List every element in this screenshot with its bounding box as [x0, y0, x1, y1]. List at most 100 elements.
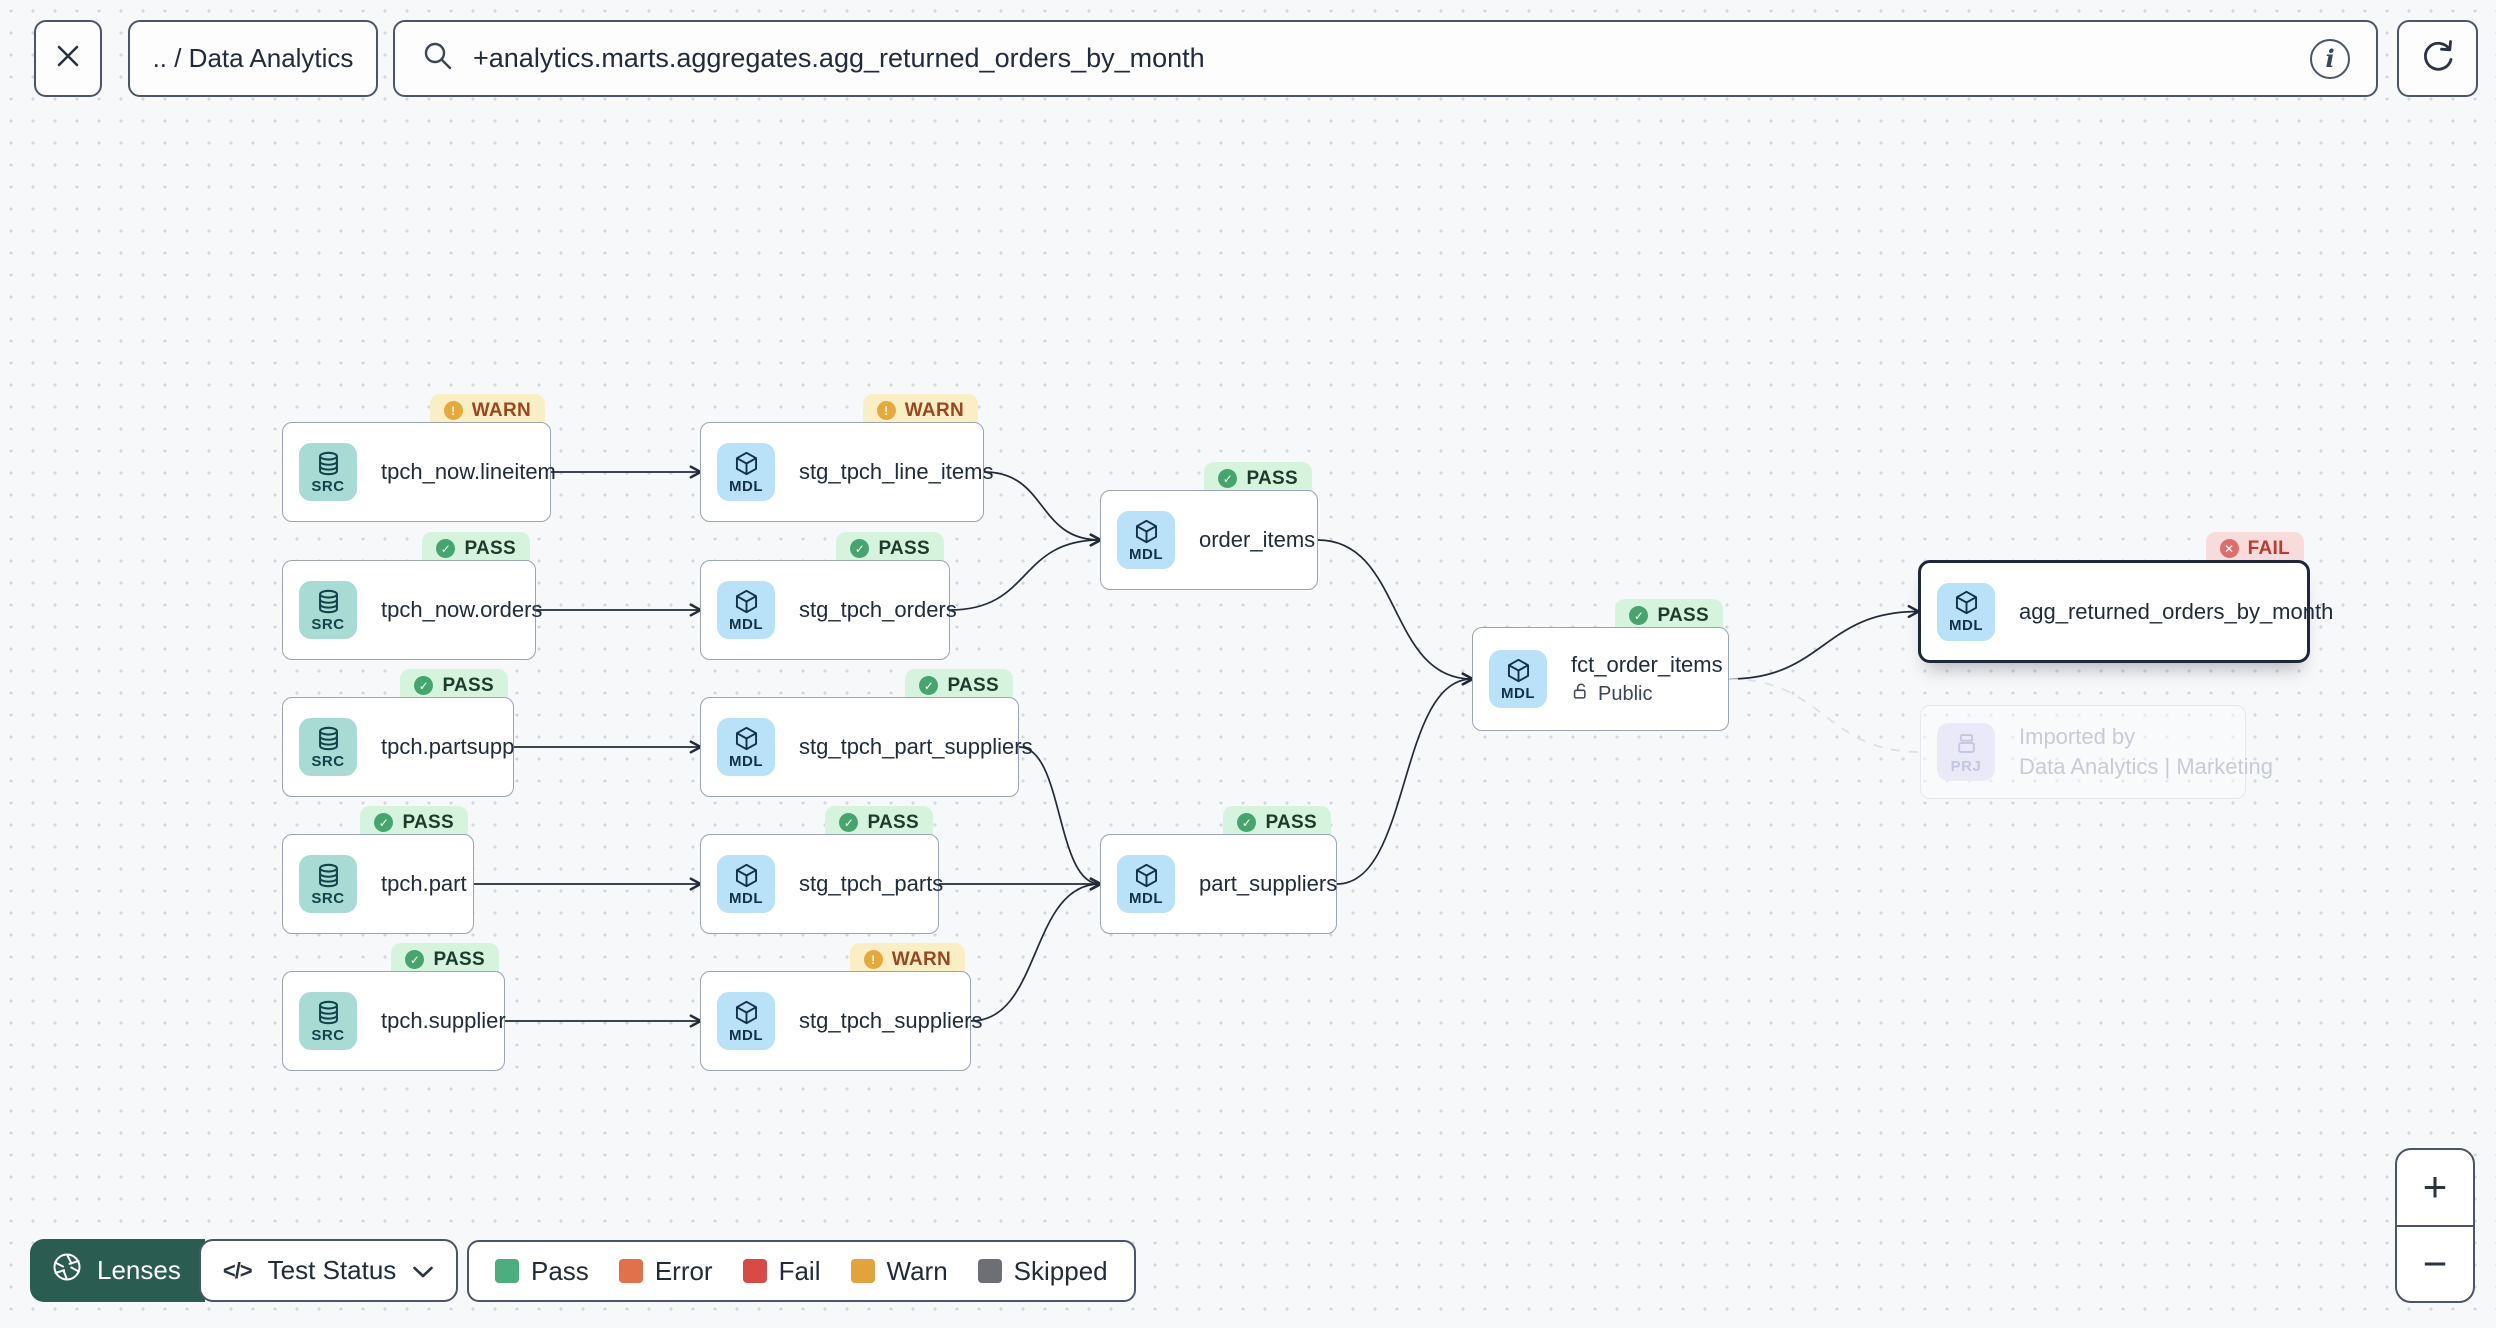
search-icon — [421, 39, 455, 78]
node-type-label: MDL — [729, 615, 763, 633]
legend-label: Fail — [778, 1255, 821, 1286]
node-tpch-now-lineitem: ! WARN SRC tpch_now.lineitem — [282, 394, 556, 522]
badge-status-icon: ✓ — [1629, 606, 1649, 625]
breadcrumb[interactable]: .. / Data Analytics — [128, 20, 378, 97]
lens-selector-dropdown[interactable]: </> Test Status — [198, 1239, 459, 1302]
badge-label: PASS — [1246, 468, 1298, 489]
zoom-out-button[interactable]: − — [2397, 1224, 2473, 1302]
badge-label: PASS — [867, 812, 919, 833]
node-label: tpch.partsupp — [381, 734, 515, 759]
close-button[interactable] — [34, 20, 102, 97]
legend-item-fail: Fail — [742, 1255, 821, 1287]
node-type-label: MDL — [729, 477, 763, 495]
node-type-label: SRC — [311, 752, 345, 770]
cube-icon: MDL — [1937, 582, 1995, 641]
node-body-stg-tpch-parts[interactable]: MDL stg_tpch_parts — [700, 834, 943, 934]
badge-status-icon: ✓ — [414, 676, 434, 695]
node-label: stg_tpch_parts — [799, 871, 944, 896]
node-label: part_suppliers — [1199, 871, 1338, 896]
zoom-in-button[interactable]: + — [2397, 1150, 2473, 1225]
badge-status-icon: ✕ — [2219, 539, 2239, 558]
badge-status-icon: ✓ — [374, 813, 394, 832]
node-sublabel: Data Analytics | Marketing — [2019, 754, 2273, 779]
cube-icon: MDL — [717, 581, 775, 639]
badge-label: FAIL — [2247, 538, 2290, 559]
cube-icon: MDL — [717, 855, 775, 913]
node-type-label: SRC — [311, 1026, 345, 1044]
edge-stg_tpch_suppliers-to-part_suppliers — [970, 877, 1104, 1022]
node-body-tpch-partsupp[interactable]: SRC tpch.partsupp — [282, 697, 514, 797]
search-input[interactable] — [473, 43, 2292, 74]
search-bar[interactable]: i — [393, 20, 2378, 97]
node-label: tpch.supplier — [381, 1008, 506, 1033]
badge-label: PASS — [442, 675, 494, 696]
badge-status-icon: ✓ — [839, 813, 859, 832]
lenses-button[interactable]: Lenses — [30, 1239, 205, 1302]
refresh-button[interactable] — [2397, 20, 2478, 97]
badge-label: PASS — [1265, 812, 1317, 833]
node-type-label: MDL — [729, 1026, 763, 1044]
aperture-icon — [50, 1250, 84, 1291]
legend-label: Skipped — [1013, 1255, 1108, 1286]
test-status-legend: Pass Error Fail Warn Skipped — [467, 1240, 1136, 1302]
node-body-stg-tpch-line-items[interactable]: MDL stg_tpch_line_items — [700, 422, 993, 522]
plus-icon: + — [2422, 1163, 2448, 1211]
node-label: fct_order_items — [1571, 651, 1723, 677]
node-label: stg_tpch_line_items — [799, 459, 994, 484]
edge-fct_order_items-to-agg_returned_orders_by_month — [1728, 604, 1922, 680]
database-icon: SRC — [299, 855, 357, 913]
cube-icon: MDL — [1117, 511, 1175, 569]
node-body-part-suppliers[interactable]: MDL part_suppliers — [1100, 834, 1337, 934]
node-type-label: MDL — [1949, 617, 1983, 634]
badge-label: WARN — [891, 949, 951, 970]
badge-status-icon: ! — [443, 401, 463, 420]
badge-label: PASS — [464, 538, 516, 559]
node-label: tpch_now.lineitem — [381, 459, 556, 484]
legend-item-skipped: Skipped — [977, 1255, 1108, 1287]
database-icon: SRC — [299, 443, 357, 501]
cube-icon: MDL — [1489, 650, 1547, 708]
edge-order_items-to-fct_order_items — [1317, 539, 1476, 686]
cube-icon: MDL — [717, 718, 775, 776]
badge-label: WARN — [471, 400, 531, 421]
legend-item-warn: Warn — [850, 1256, 948, 1287]
error-swatch — [618, 1259, 643, 1283]
edge-fct_order_items-to-imported_by — [1728, 678, 1921, 753]
node-label: tpch.part — [381, 871, 467, 896]
node-type-label: MDL — [729, 889, 763, 907]
database-icon: SRC — [299, 718, 357, 776]
database-icon: SRC — [299, 992, 357, 1050]
code-icon: </> — [222, 1257, 253, 1283]
edge-part_suppliers-to-fct_order_items — [1336, 672, 1476, 885]
node-body-tpch-part[interactable]: SRC tpch.part — [282, 834, 474, 934]
legend-item-pass: Pass — [495, 1256, 589, 1287]
badge-status-icon: ✓ — [1237, 813, 1257, 832]
node-body-tpch-supplier[interactable]: SRC tpch.supplier — [282, 971, 506, 1071]
node-type-label: MDL — [1129, 545, 1163, 563]
zoom-controls: + − — [2395, 1148, 2475, 1303]
badge-status-icon: ✓ — [850, 539, 870, 558]
cube-icon: MDL — [1117, 855, 1175, 913]
node-body-tpch-now-lineitem[interactable]: SRC tpch_now.lineitem — [282, 422, 556, 522]
cube-icon: MDL — [717, 992, 775, 1050]
node-label: tpch_now.orders — [381, 597, 543, 622]
project-icon: PRJ — [1937, 723, 1995, 781]
info-icon[interactable]: i — [2310, 38, 2350, 79]
lens-control-group: Lenses </> Test Status — [30, 1239, 459, 1302]
chevron-down-icon — [412, 1255, 434, 1286]
